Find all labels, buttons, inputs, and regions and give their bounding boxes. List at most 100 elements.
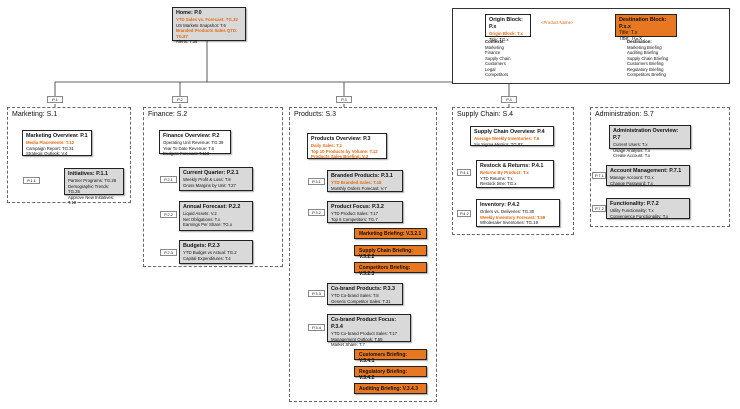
block-line: Generic Competitor Sales: T.31: [331, 298, 391, 304]
initiatives-block: Initiatives: P.1.1 Partner Programs: TG.…: [64, 168, 124, 205]
legend-contexts: Contexts: Marketing Finance Supply Chain…: [485, 39, 511, 78]
annual-forecast-block: Annual Forecast: P.2.2 Liquid Assets: V.…: [179, 201, 253, 231]
tag-p42: P.4.2: [457, 210, 471, 217]
block-title: Products Overview: P.3: [311, 136, 371, 142]
block-line: Create Account: T.x: [613, 153, 651, 158]
marketing-overview-block: Marketing Overview: P.1 Media Placements…: [22, 130, 92, 156]
block-line: Demographic Trends: TG.25: [68, 183, 110, 195]
customers-briefing-block: Customers Briefing: V.3.4.1: [354, 349, 427, 363]
branded-products-block: Branded Products: P.3.1 YTD Branded Sale…: [327, 170, 403, 192]
tag-p21: P.2.1: [160, 176, 177, 183]
block-line: Net Obligations: T.x: [183, 216, 221, 222]
block-title: Product Focus: P.3.2: [331, 204, 384, 210]
regulatory-briefing-block: Regulatory Briefing: V.3.4.2: [354, 366, 427, 380]
block-title: Branded Products: P.3.1: [331, 173, 393, 179]
products-overview-block: Products Overview: P.3 Daily Sales: T.1 …: [307, 133, 387, 159]
home-line: YTD Sales vs. Forecast: TG.32: [176, 17, 238, 22]
context-item: Finance: [485, 50, 501, 55]
block-title: Marketing Overview: P.1: [26, 133, 88, 139]
block-title: Inventory: P.4.2: [480, 202, 520, 208]
block-line: Utility Functionality: T.x: [610, 208, 654, 213]
block-line: Change Password: T.x: [610, 180, 653, 186]
tag-p31: P.3.1: [308, 178, 325, 185]
block-line: Six Sigma Metrics: TG.87: [474, 141, 523, 147]
context-item: Supply Chain: [485, 55, 511, 61]
block-title: Supply Chain Overview: P.4: [474, 129, 545, 135]
tag-p23: P.2.3: [160, 249, 177, 256]
tag-p34: P.3.4: [308, 324, 325, 331]
destination-item: Supply Chain Briefing: [627, 55, 669, 61]
legend-dest-line: Title: TG.x: [619, 35, 642, 42]
context-item: Legal: [485, 66, 496, 72]
block-title: Finance Overview: P.2: [163, 133, 220, 139]
block-line: Budgets Forecast: T.113: [163, 151, 210, 156]
block-line: Manage Account: TG.x: [610, 175, 654, 180]
cobrand-focus-block: Co-brand Product Focus: P.3.4 YTD Co-bra…: [327, 314, 411, 347]
block-line: Media Placements: T.12: [26, 140, 75, 145]
context-item: Competitors: [485, 72, 509, 77]
cobrand-products-block: Co-brand Products: P.3.3 YTD Co-brand Sa…: [327, 283, 403, 305]
home-block: Home: P.0 YTD Sales vs. Forecast: TG.32 …: [172, 7, 246, 44]
legend-arrow-label: <Product Name>: [541, 20, 574, 25]
block-line: Strategic Outlook: V.4: [26, 151, 68, 156]
block-title: Initiatives: P.1.1: [68, 171, 109, 177]
block-line: Capital Expenditures: T.4: [183, 255, 231, 261]
legend-destinations: Destination: Marketing Briefing Auditing…: [627, 39, 668, 78]
block-title: Budgets: P.2.3: [183, 243, 220, 249]
tag-p41: P.4.1: [457, 169, 471, 176]
block-line: YTD Product Sales: T.17: [331, 211, 378, 216]
block-title: Administration Overview: P.7: [613, 128, 679, 141]
block-line: Operating Unit Revenue: TG.39: [163, 140, 224, 145]
block-line: Campaign Report: TG.31: [26, 145, 74, 151]
destination-item: Marketing Briefing: [627, 44, 662, 50]
supply-chain-overview-block: Supply Chain Overview: P.4 Average Weekl…: [470, 126, 554, 147]
block-line: Top 10 Products by Volume: T.12: [311, 148, 378, 154]
block-line: Top 5 Competitors: TG.7: [331, 216, 378, 222]
account-management-block: Account Management: P.7.1 Manage Account…: [606, 165, 690, 186]
block-title: Co-brand Product Focus: P.3.4: [331, 317, 396, 330]
legend-dest-title: Destination Block: P.x.x: [619, 17, 667, 30]
budgets-block: Budgets: P.2.3 YTD Budget vs Actual: TG.…: [179, 240, 253, 264]
block-line: Usage Analysis: T.x: [613, 147, 651, 153]
block-line: YTD Branded Sales: T.18: [331, 180, 382, 185]
context-item: Marketing: [485, 44, 504, 50]
block-title: Co-brand Products: P.3.3: [331, 286, 395, 292]
tag-p71: P.7.1: [592, 172, 606, 179]
home-line: Branded Products Sales QTD: TG.87: [176, 28, 238, 39]
home-line: US Markets Snapshot: T.6: [176, 22, 226, 28]
destination-item: Auditing Briefing: [627, 50, 659, 55]
tag-p32: P.3.2: [308, 209, 325, 216]
block-line: Market Share: T.7: [331, 342, 365, 347]
block-line: Liquid Assets: V.2: [183, 211, 217, 216]
section-title: Marketing: S.1: [12, 111, 58, 118]
inventory-block: Inventory: P.4.2 Orders vs. Deliveries: …: [476, 199, 560, 227]
supply-chain-briefing-block: Supply Chain Briefing: V.3.2.2: [354, 245, 427, 259]
block-line: YTD Co-brand Sales: T.8: [331, 293, 379, 298]
block-line: Management Outlook: T.55: [331, 336, 383, 342]
destination-label: Destination:: [627, 39, 652, 44]
block-line: YTD Returns: T.x: [480, 175, 513, 181]
section-title: Finance: S.2: [148, 111, 188, 118]
block-line: Daily Sales: T.1: [311, 143, 343, 148]
block-line: Orders vs. Deliveries: TG.30: [480, 209, 535, 214]
finance-overview-block: Finance Overview: P.2 Operating Unit Rev…: [159, 130, 231, 156]
block-line: Products Sales Briefing: V.3: [311, 154, 369, 159]
block-line: Partner Programs: TG.28: [68, 178, 117, 183]
legend-dest-block: Destination Block: P.x.x Title: T.x Titl…: [615, 14, 677, 41]
auditing-briefing-block: Auditing Briefing: V.3.4.3: [354, 383, 427, 394]
current-quarter-block: Current Quarter: P.2.1 Weekly Profit & L…: [179, 167, 253, 191]
legend-panel: Origin Block: P.x Origin Block: T.x Titl…: [452, 8, 730, 84]
legend-dest-line: Title: T.x: [619, 30, 638, 36]
section-title: Administration: S.7: [595, 111, 654, 118]
block-line: Earnings Per Share: TG.x: [183, 222, 233, 227]
tag-p1: P.1: [47, 96, 63, 103]
functionality-block: Functionality: P.7.2 Utility Functionali…: [606, 198, 690, 219]
contexts-label: Contexts:: [485, 39, 505, 44]
legend-origin-block: Origin Block: P.x Origin Block: T.x Titl…: [485, 14, 531, 42]
block-title: Restock & Returns: P.4.1: [480, 163, 544, 169]
block-title: Functionality: P.7.2: [610, 201, 659, 207]
tag-p22: P.2.2: [160, 211, 177, 218]
block-title: Annual Forecast: P.2.2: [183, 204, 241, 210]
block-line: Returns By Product: T.x: [480, 170, 529, 175]
